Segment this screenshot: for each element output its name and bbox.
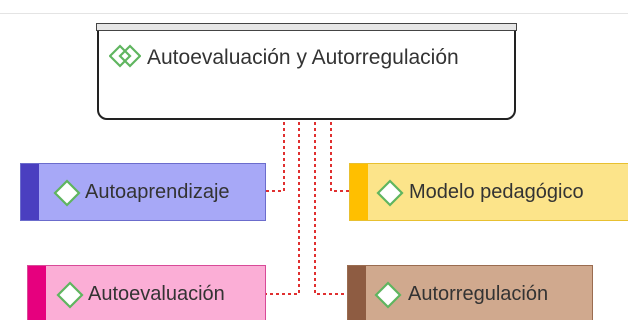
root-topic[interactable]: Autoevaluación y Autorregulación: [96, 23, 517, 120]
root-topic-label: Autoevaluación y Autorregulación: [147, 46, 459, 69]
node-label: Autorregulación: [408, 283, 549, 305]
node-label: Autoaprendizaje: [85, 181, 230, 203]
double-diamond-icon: [109, 44, 141, 68]
connector-modelo-pedagogico: [330, 122, 349, 192]
node-label: Autoevaluación: [88, 283, 225, 305]
node-autorregulacion[interactable]: Autorregulación: [347, 265, 593, 320]
diamond-icon: [376, 179, 404, 207]
node-autoevaluacion[interactable]: Autoevaluación: [27, 265, 266, 320]
node-color-stripe: [348, 266, 366, 320]
node-color-stripe: [21, 164, 39, 220]
diamond-icon: [374, 281, 402, 309]
diamond-icon: [53, 179, 81, 207]
node-color-stripe: [350, 164, 368, 220]
diamond-icon: [56, 281, 84, 309]
node-color-stripe: [28, 266, 46, 320]
connector-autoaprendizaje: [266, 122, 285, 192]
top-divider: [0, 13, 628, 14]
root-topic-header-bar: [96, 23, 517, 31]
node-label: Modelo pedagógico: [409, 181, 584, 203]
node-modelo-pedagogico[interactable]: Modelo pedagógico: [349, 163, 628, 221]
node-autoaprendizaje[interactable]: Autoaprendizaje: [20, 163, 266, 221]
connector-autorregulacion: [314, 122, 347, 295]
connector-autoevaluacion: [266, 122, 300, 295]
